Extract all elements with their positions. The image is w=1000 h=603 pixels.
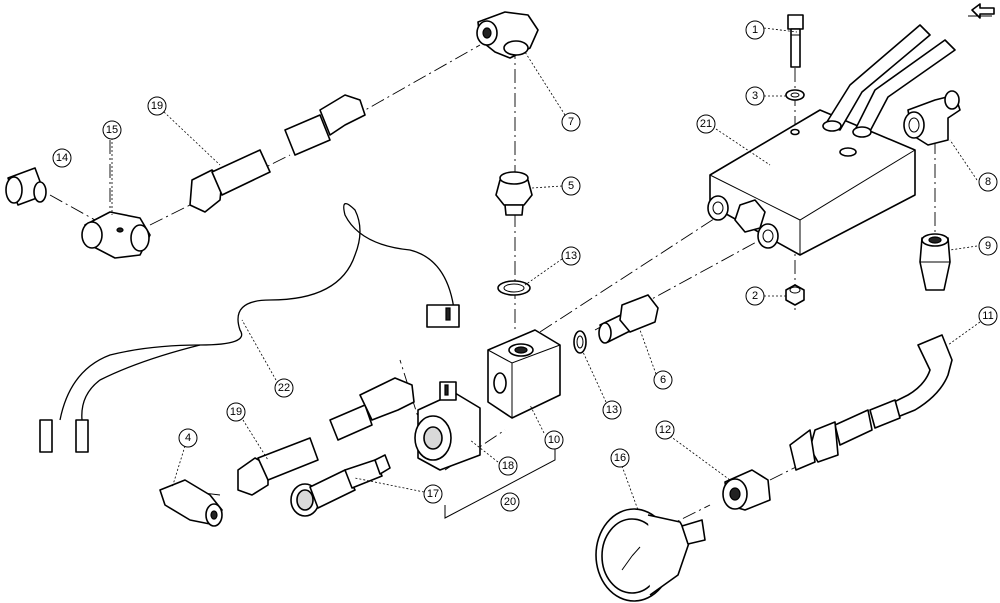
callout-12[interactable]: 12 [655,420,675,440]
fitting-12 [722,469,771,511]
tee-fitting-8 [903,90,961,146]
bolt-1 [787,14,804,68]
callout-14[interactable]: 14 [52,148,72,168]
callout-1[interactable]: 1 [745,20,765,40]
callout-label: 13 [606,404,618,416]
callout-16[interactable]: 16 [610,448,630,468]
callout-13a[interactable]: 13 [561,246,581,266]
callout-17[interactable]: 17 [423,484,443,504]
manifold-block-10 [487,329,561,419]
callout-7[interactable]: 7 [561,112,581,132]
hose-fitting-19a [189,94,366,213]
wire-harness-22 [39,203,460,453]
callout-10[interactable]: 10 [544,430,564,450]
callout-9[interactable]: 9 [978,236,998,256]
callout-label: 5 [568,180,574,192]
return-arrow-icon[interactable] [968,3,995,19]
elbow-fitting-15 [81,211,151,259]
assembly-bracket-20 [444,448,556,519]
callout-15[interactable]: 15 [102,120,122,140]
callout-8[interactable]: 8 [978,172,998,192]
nut-2 [785,284,805,306]
fitting-5 [495,171,533,216]
callout-label: 19 [151,100,163,112]
cartridge-17 [290,454,391,517]
solenoid-coil-18 [414,381,481,471]
elbow-fitting-7 [476,11,539,59]
callout-22[interactable]: 22 [274,378,294,398]
callout-label: 20 [504,496,516,508]
callout-11[interactable]: 11 [978,306,998,326]
callout-6[interactable]: 6 [653,370,673,390]
callout-label: 22 [278,382,290,394]
adapter-6 [598,294,659,344]
callout-label: 6 [660,374,666,386]
callout-label: 10 [548,434,560,446]
callout-label: 16 [614,452,626,464]
callout-18[interactable]: 18 [498,456,518,476]
callout-label: 13 [565,250,577,262]
callout-label: 1 [752,24,758,36]
callout-label: 14 [56,152,68,164]
callout-label: 9 [985,240,991,252]
callout-label: 2 [752,290,758,302]
o-ring-13a [497,280,531,296]
callout-label: 8 [985,176,991,188]
callout-label: 4 [185,432,191,444]
valve-block-21 [707,24,956,256]
callout-4[interactable]: 4 [178,428,198,448]
hose-fitting-19b [237,377,415,496]
callout-label: 17 [427,488,439,500]
adapter-14 [5,167,47,206]
leader-lines [111,27,981,511]
fitting-9 [919,233,951,291]
callout-label: 18 [502,460,514,472]
washer-3 [785,89,805,101]
callout-19a[interactable]: 19 [147,96,167,116]
callout-label: 21 [700,118,712,130]
callout-5[interactable]: 5 [561,176,581,196]
callout-3[interactable]: 3 [745,86,765,106]
callout-label: 15 [106,124,118,136]
hose-11 [789,334,953,471]
callout-label: 7 [568,116,574,128]
callout-21[interactable]: 21 [696,114,716,134]
callout-label: 11 [982,310,993,322]
o-ring-13b [573,330,587,354]
callout-label: 19 [230,406,242,418]
callout-13b[interactable]: 13 [602,400,622,420]
callout-19b[interactable]: 19 [226,402,246,422]
pressure-gauge-16 [595,508,706,602]
callout-label: 12 [659,424,671,436]
elbow-fitting-4 [159,479,223,527]
callout-2[interactable]: 2 [745,286,765,306]
callout-label: 3 [752,90,758,102]
callout-20[interactable]: 20 [500,492,520,512]
